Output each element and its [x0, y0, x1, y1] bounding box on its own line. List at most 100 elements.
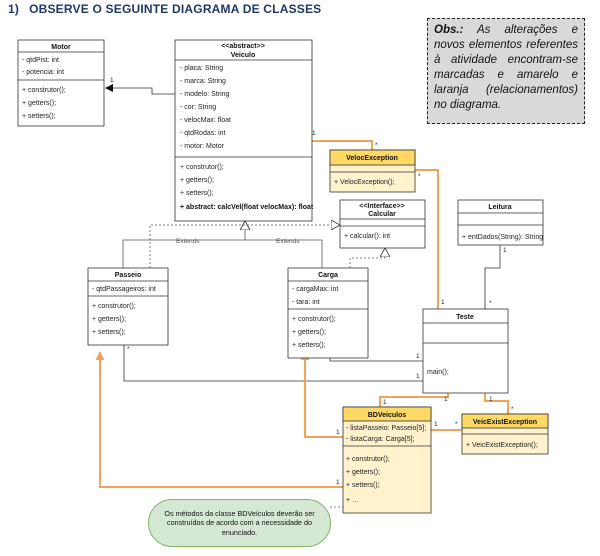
- note-text: Os métodos da classe BDVeículos deverão …: [164, 508, 315, 537]
- veiculo-method: + construtor();: [180, 164, 224, 171]
- veiculo-method: + setters();: [180, 190, 214, 197]
- veiculo-attr: - modelo: String: [180, 91, 230, 98]
- class-veicexistexception-title: VeicExistException: [473, 419, 537, 426]
- veiculo-attr: - marca: String: [180, 78, 226, 85]
- bdveiculos-method: + construtor();: [346, 456, 390, 463]
- mult-velocexception-teste-many: *: [418, 173, 421, 180]
- veiculo-attr: - placa: String: [180, 65, 223, 72]
- class-leitura: Leitura + entDados(String): String: [457, 199, 544, 246]
- link-teste-bdveiculos: [379, 393, 449, 407]
- link-veiculo-motor: [105, 84, 175, 95]
- bdveiculos-method: + getters();: [346, 469, 380, 476]
- class-passeio: Passeio - qtdPassageiros: int + construt…: [87, 267, 169, 346]
- mult-bd-teste-1: 1: [383, 399, 387, 406]
- class-velocexception-title: VelocException: [346, 155, 398, 162]
- carga-method: + setters();: [292, 342, 326, 349]
- mult-veicexist-teste-many: *: [511, 406, 514, 413]
- class-veiculo-box: [174, 39, 313, 222]
- mult-teste-bd-1: 1: [444, 396, 448, 403]
- heading: 1) OBSERVE O SEGUINTE DIAGRAMA DE CLASSES: [8, 2, 321, 16]
- veiculo-method-abstract: + abstract: calcVel(float velocMax): flo…: [180, 204, 314, 211]
- veicexistexception-method: + VeicExistException();: [466, 442, 538, 449]
- mult-teste-velocexception-1: 1: [441, 299, 445, 306]
- mult-motor-1: 1: [110, 77, 114, 84]
- passeio-attr: - qtdPassageiros: int: [92, 286, 156, 293]
- veiculo-attr: - qtdRodas: int: [180, 130, 226, 137]
- motor-method: + getters();: [22, 100, 56, 107]
- extends-label-passeio: Extends: [176, 238, 200, 245]
- class-calcular-box: [339, 199, 426, 249]
- class-passeio-title: Passeio: [115, 272, 141, 279]
- class-leitura-box: [457, 199, 544, 246]
- mult-bd-veicexist-1: 1: [434, 421, 438, 428]
- link-carga-teste: [329, 358, 423, 362]
- class-teste: Teste main();: [422, 308, 509, 394]
- heading-text: OBSERVE O SEGUINTE DIAGRAMA DE CLASSES: [29, 2, 322, 16]
- mult-teste-carga-1: 1: [416, 353, 420, 360]
- velocexception-method: + VelocException();: [334, 179, 395, 186]
- mult-veicexist-bd-many: *: [455, 421, 458, 428]
- class-calcular-title: Calcular: [368, 211, 396, 218]
- class-velocexception: VelocException + VelocException();: [329, 149, 416, 193]
- link-passeio-implements-calcular: [149, 225, 340, 268]
- veiculo-attr: - cor: String: [180, 104, 216, 111]
- link-teste-veicexistexception: [484, 393, 509, 414]
- class-carga-box: [287, 267, 369, 359]
- bdveiculos-attr: - listaCarga: Carga[5];: [346, 436, 415, 443]
- motor-method: + construtor();: [22, 87, 66, 94]
- carga-method: + getters();: [292, 329, 326, 336]
- teste-method: main();: [427, 369, 449, 376]
- class-bdveiculos-box: [342, 406, 432, 514]
- class-veiculo: <<abstract>> Veiculo - placa: String - m…: [174, 39, 314, 222]
- class-leitura-title: Leitura: [488, 204, 511, 211]
- mult-bd-passeio-1: 1: [336, 479, 340, 486]
- veiculo-method: + getters();: [180, 177, 214, 184]
- bdveiculos-method: + …: [346, 497, 359, 504]
- carga-attr: - tara: int: [292, 299, 320, 306]
- veiculo-attr: - velocMax: float: [180, 117, 231, 124]
- observation-box: Obs.: As alterações e novos elementos re…: [427, 18, 585, 124]
- class-bdveiculos: BDVeiculos - listaPasseio: Passeio[5]; -…: [342, 406, 432, 514]
- class-teste-box: [422, 308, 509, 394]
- class-motor-title: Motor: [51, 44, 71, 51]
- bdveiculos-attr: - listaPasseio: Passeio[5];: [346, 425, 426, 432]
- carga-attr: - cargaMax: int: [292, 286, 338, 293]
- class-teste-title: Teste: [456, 314, 474, 321]
- leitura-method: + entDados(String): String: [462, 234, 543, 241]
- class-veicexistexception-header: [461, 413, 549, 429]
- link-leitura-teste: [484, 245, 501, 309]
- heading-number: 1): [8, 2, 20, 16]
- mult-teste-veicexist-1: 1: [489, 396, 493, 403]
- motor-attr: - qtdPist: int: [22, 57, 59, 64]
- link-passeio-extends-veiculo: [122, 221, 245, 268]
- mult-passeio-many: *: [127, 346, 130, 353]
- mult-teste-passeio-1: 1: [416, 373, 420, 380]
- mult-velocexception-many: *: [375, 142, 378, 149]
- link-bdveiculos-carga: [300, 351, 343, 438]
- extends-label-carga: Extends: [276, 238, 300, 245]
- bdveiculos-method: + setters();: [346, 482, 380, 489]
- class-veicexistexception: VeicExistException + VeicExistException(…: [461, 413, 549, 455]
- class-motor: Motor - qtdPist: int - potencia: int + c…: [17, 39, 105, 127]
- mult-leitura-1: 1: [503, 247, 507, 254]
- class-bdveiculos-header: [342, 406, 432, 422]
- class-carga: Carga - cargaMax: int - tara: int + cons…: [287, 267, 369, 359]
- observation-text: As alterações e novos elementos referent…: [434, 24, 578, 111]
- passeio-method: + construtor();: [92, 303, 136, 310]
- class-motor-box: [17, 39, 105, 127]
- mult-teste-leitura-many: *: [489, 300, 492, 307]
- link-passeio-teste: [123, 345, 423, 382]
- link-velocexception-teste: [415, 169, 439, 309]
- carga-method: + construtor();: [292, 316, 336, 323]
- class-velocexception-header: [329, 149, 416, 166]
- passeio-method: + getters();: [92, 316, 126, 323]
- class-carga-title: Carga: [318, 272, 338, 279]
- motor-attr: - potencia: int: [22, 69, 64, 76]
- class-bdveiculos-title: BDVeiculos: [368, 412, 407, 419]
- note-bubble: Os métodos da classe BDVeículos deverão …: [148, 499, 331, 547]
- mult-bd-carga-1: 1: [336, 429, 340, 436]
- link-carga-extends-veiculo: [245, 239, 323, 268]
- link-carga-implements-calcular: [349, 248, 385, 268]
- observation-label: Obs.:: [434, 24, 464, 36]
